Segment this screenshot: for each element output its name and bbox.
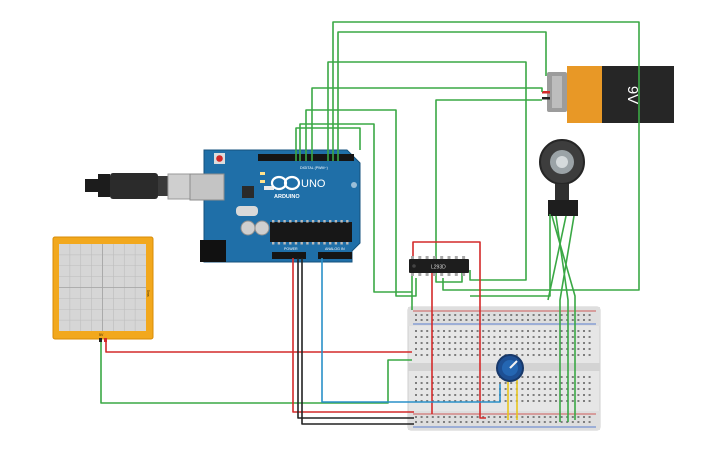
l293d-driver[interactable]: L293D: [409, 256, 469, 276]
wire-red-5v: [292, 258, 414, 413]
wire-black-gnd-2: [301, 258, 414, 425]
arduino-uno[interactable]: ARDUINO UNO DIGITAL (PWM~) POWER ANALOG …: [189, 149, 361, 263]
arduino-brand-label: ARDUINO: [274, 194, 300, 200]
atmega-chip: [270, 222, 352, 242]
atmega-chip-pins: [272, 220, 349, 245]
oscilloscope-bottom-label: 5V: [99, 333, 104, 337]
power-header-label: POWER: [284, 247, 298, 251]
oscilloscope-side-label: 5ms: [146, 290, 150, 297]
oscilloscope[interactable]: 5ms 5V: [52, 236, 154, 342]
wire-green-motor: [470, 214, 551, 297]
wire-green-3: [327, 61, 527, 281]
wire-green-7: [295, 127, 361, 161]
oscilloscope-terminal-positive[interactable]: [104, 338, 107, 342]
l293d-label: L293D: [431, 265, 446, 271]
wire-green-11: [547, 215, 567, 301]
wire-blue-analog: [321, 258, 501, 403]
dc-motor[interactable]: [539, 139, 585, 216]
usb-cable: [85, 173, 191, 200]
motor-connector: [548, 200, 578, 216]
wire-red-scope: [105, 342, 412, 353]
oscilloscope-terminal-negative[interactable]: [99, 338, 102, 342]
potentiometer-knob[interactable]: [509, 360, 518, 369]
wire-red-ic: [412, 241, 486, 419]
wire-green-10: [559, 215, 575, 422]
wire-green-6: [299, 123, 412, 293]
potentiometer[interactable]: [496, 354, 524, 382]
wire-green-battery-neg: [435, 99, 542, 283]
power-header: [272, 252, 306, 259]
wire-black-gnd: [297, 258, 414, 419]
wires: [100, 21, 640, 425]
wire-green-battery: [337, 31, 547, 161]
battery-9v[interactable]: 9V: [542, 66, 674, 123]
reset-button[interactable]: [216, 155, 223, 162]
arduino-model-label: UNO: [301, 178, 326, 190]
battery-label: 9V: [624, 86, 641, 104]
digital-header-label: DIGITAL (PWM~): [300, 166, 328, 170]
analog-header: [318, 252, 352, 259]
wire-green-outer: [332, 21, 640, 291]
l293d-pins: [411, 256, 466, 276]
arduino-logo: [270, 175, 301, 191]
breadboard-holes: [415, 314, 591, 423]
oscilloscope-grid: [59, 244, 146, 331]
analog-header-label: ANALOG IN: [325, 247, 345, 251]
wire-green-5: [305, 109, 417, 297]
wire-green-scope: [100, 342, 412, 404]
